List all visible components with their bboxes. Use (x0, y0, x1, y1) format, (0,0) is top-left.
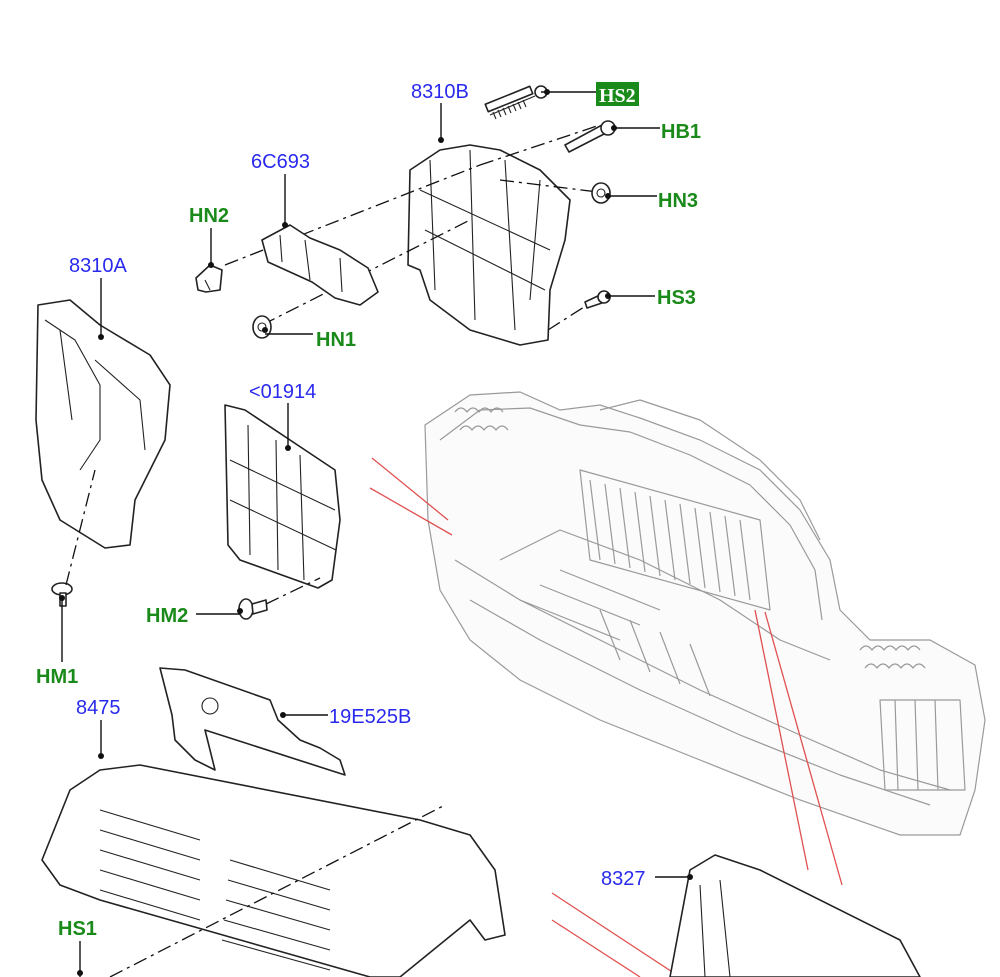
label-19e525b: 19E525B (329, 706, 411, 728)
leader-lines (59, 89, 693, 977)
fastener-hs3 (584, 290, 611, 309)
label-hm2: HM2 (146, 605, 188, 627)
part-8327 (669, 854, 921, 977)
label-hm1: HM1 (36, 666, 78, 688)
part-8310b (224, 124, 601, 346)
label-6c693: 6C693 (251, 151, 310, 173)
label-hs2: HS2 (599, 85, 636, 107)
part-6c693 (261, 224, 379, 306)
label-8310a: 8310A (69, 255, 127, 277)
label-8327: 8327 (601, 868, 646, 890)
label-8310b: 8310B (411, 81, 469, 103)
part-19e525b (159, 667, 346, 776)
label-hs1: HS1 (58, 918, 97, 940)
label-hn3: HN3 (658, 190, 698, 212)
label-01914: <01914 (249, 381, 316, 403)
label-8475: 8475 (76, 697, 121, 719)
fastener-hn1 (252, 315, 272, 339)
label-hn2: HN2 (189, 205, 229, 227)
fastener-hm2 (238, 577, 321, 620)
label-hn1: HN1 (316, 329, 356, 351)
part-8310a (35, 299, 171, 549)
part-8475 (41, 764, 506, 977)
hs2-highlight-box (596, 82, 639, 106)
callout-lines (369, 457, 843, 977)
front-end-assembly-ghost (424, 391, 986, 836)
fastener-hn2 (195, 264, 223, 293)
label-hs3: HS3 (657, 287, 696, 309)
label-hb1: HB1 (661, 121, 701, 143)
fastener-hs2 (484, 85, 548, 120)
fastener-hb1 (564, 120, 616, 153)
labels: 8310B 6C693 HN2 8310A HS2 HB1 HN3 HS3 HN… (36, 81, 701, 940)
part-01914 (224, 404, 341, 589)
fastener-hn3 (591, 182, 611, 204)
